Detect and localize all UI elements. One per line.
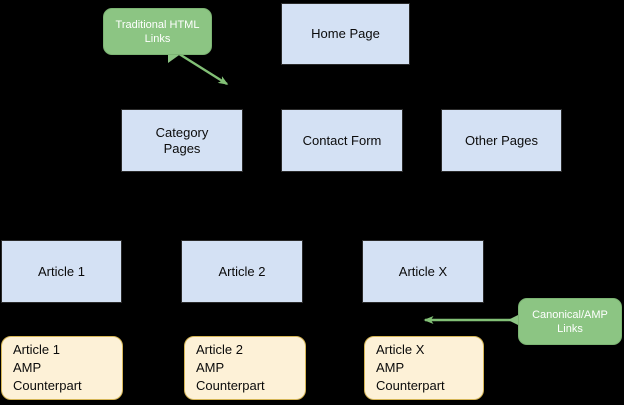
node-category-pages[interactable]: Category Pages [121, 109, 243, 172]
node-article-1-amp-counterpart[interactable]: Article 1 AMP Counterpart [1, 336, 123, 400]
node-article-x-amp-counterpart[interactable]: Article X AMP Counterpart [364, 336, 484, 400]
node-other-pages[interactable]: Other Pages [441, 109, 562, 172]
node-article-2[interactable]: Article 2 [181, 240, 303, 303]
node-home-page[interactable]: Home Page [281, 3, 410, 65]
node-article-1[interactable]: Article 1 [1, 240, 122, 303]
node-article-2-amp-counterpart[interactable]: Article 2 AMP Counterpart [184, 336, 306, 400]
node-contact-form[interactable]: Contact Form [281, 109, 403, 172]
callout-traditional-html-links[interactable]: Traditional HTML Links [103, 8, 212, 55]
node-article-x[interactable]: Article X [362, 240, 484, 303]
callout-canonical-amp-links[interactable]: Canonical/AMP Links [518, 298, 622, 345]
traditional-html-links-arrow [175, 50, 229, 86]
traditional-html-links-callout-tail [168, 53, 182, 63]
